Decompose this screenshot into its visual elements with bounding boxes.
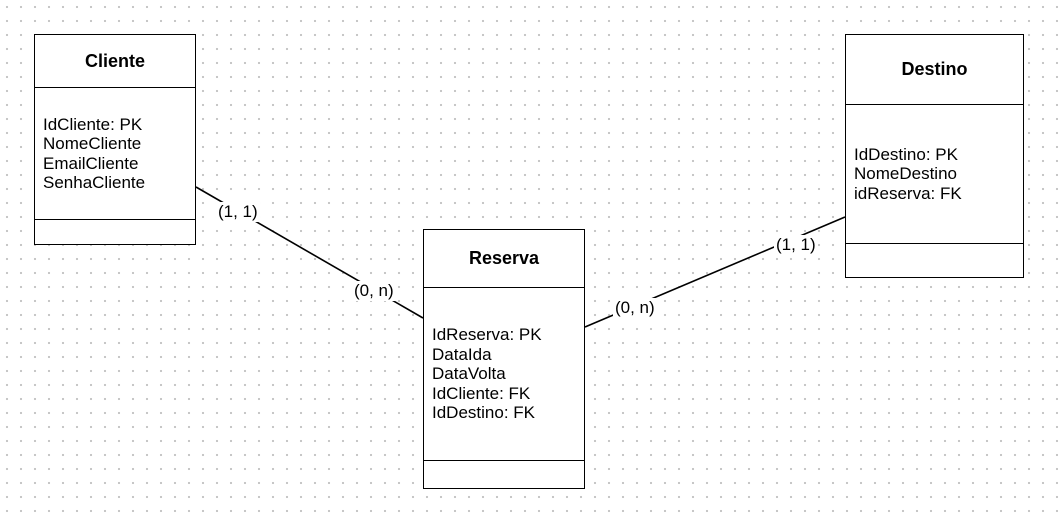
entity-reserva[interactable]: Reserva IdReserva: PK DataIda DataVolta … xyxy=(423,229,585,489)
attribute: idReserva: FK xyxy=(854,183,962,203)
entity-destino[interactable]: Destino IdDestino: PK NomeDestino idRese… xyxy=(845,34,1024,278)
cardinality-label-reserva-right-side: (0, n) xyxy=(613,298,657,318)
cardinality-label-cliente-side: (1, 1) xyxy=(216,202,260,222)
entity-cliente[interactable]: Cliente IdCliente: PK NomeCliente EmailC… xyxy=(34,34,196,245)
entity-destino-attributes: IdDestino: PK NomeDestino idReserva: FK xyxy=(846,105,1023,244)
attribute: EmailCliente xyxy=(43,153,139,173)
attribute: IdDestino: FK xyxy=(432,403,535,423)
attribute: SenhaCliente xyxy=(43,173,146,192)
cardinality-label-reserva-left-side: (0, n) xyxy=(352,281,396,301)
entity-destino-methods xyxy=(846,244,1023,277)
entity-reserva-title: Reserva xyxy=(424,230,584,288)
entity-reserva-attributes: IdReserva: PK DataIda DataVolta IdClient… xyxy=(424,288,584,461)
entity-cliente-attributes: IdCliente: PK NomeCliente EmailCliente S… xyxy=(35,88,195,220)
cardinality-label-destino-side: (1, 1) xyxy=(774,235,818,255)
attribute: IdDestino: PK xyxy=(854,144,958,164)
entity-reserva-methods xyxy=(424,461,584,488)
attribute: IdCliente: PK xyxy=(43,114,143,134)
attribute: IdReserva: PK xyxy=(432,325,542,345)
attribute: DataVolta xyxy=(432,364,506,384)
attribute: IdCliente: FK xyxy=(432,383,531,403)
entity-destino-title: Destino xyxy=(846,35,1023,105)
attribute: NomeDestino xyxy=(854,164,957,184)
attribute: NomeCliente xyxy=(43,134,142,153)
entity-cliente-title: Cliente xyxy=(35,35,195,88)
entity-cliente-methods xyxy=(35,220,195,244)
attribute: DataIda xyxy=(432,344,492,364)
